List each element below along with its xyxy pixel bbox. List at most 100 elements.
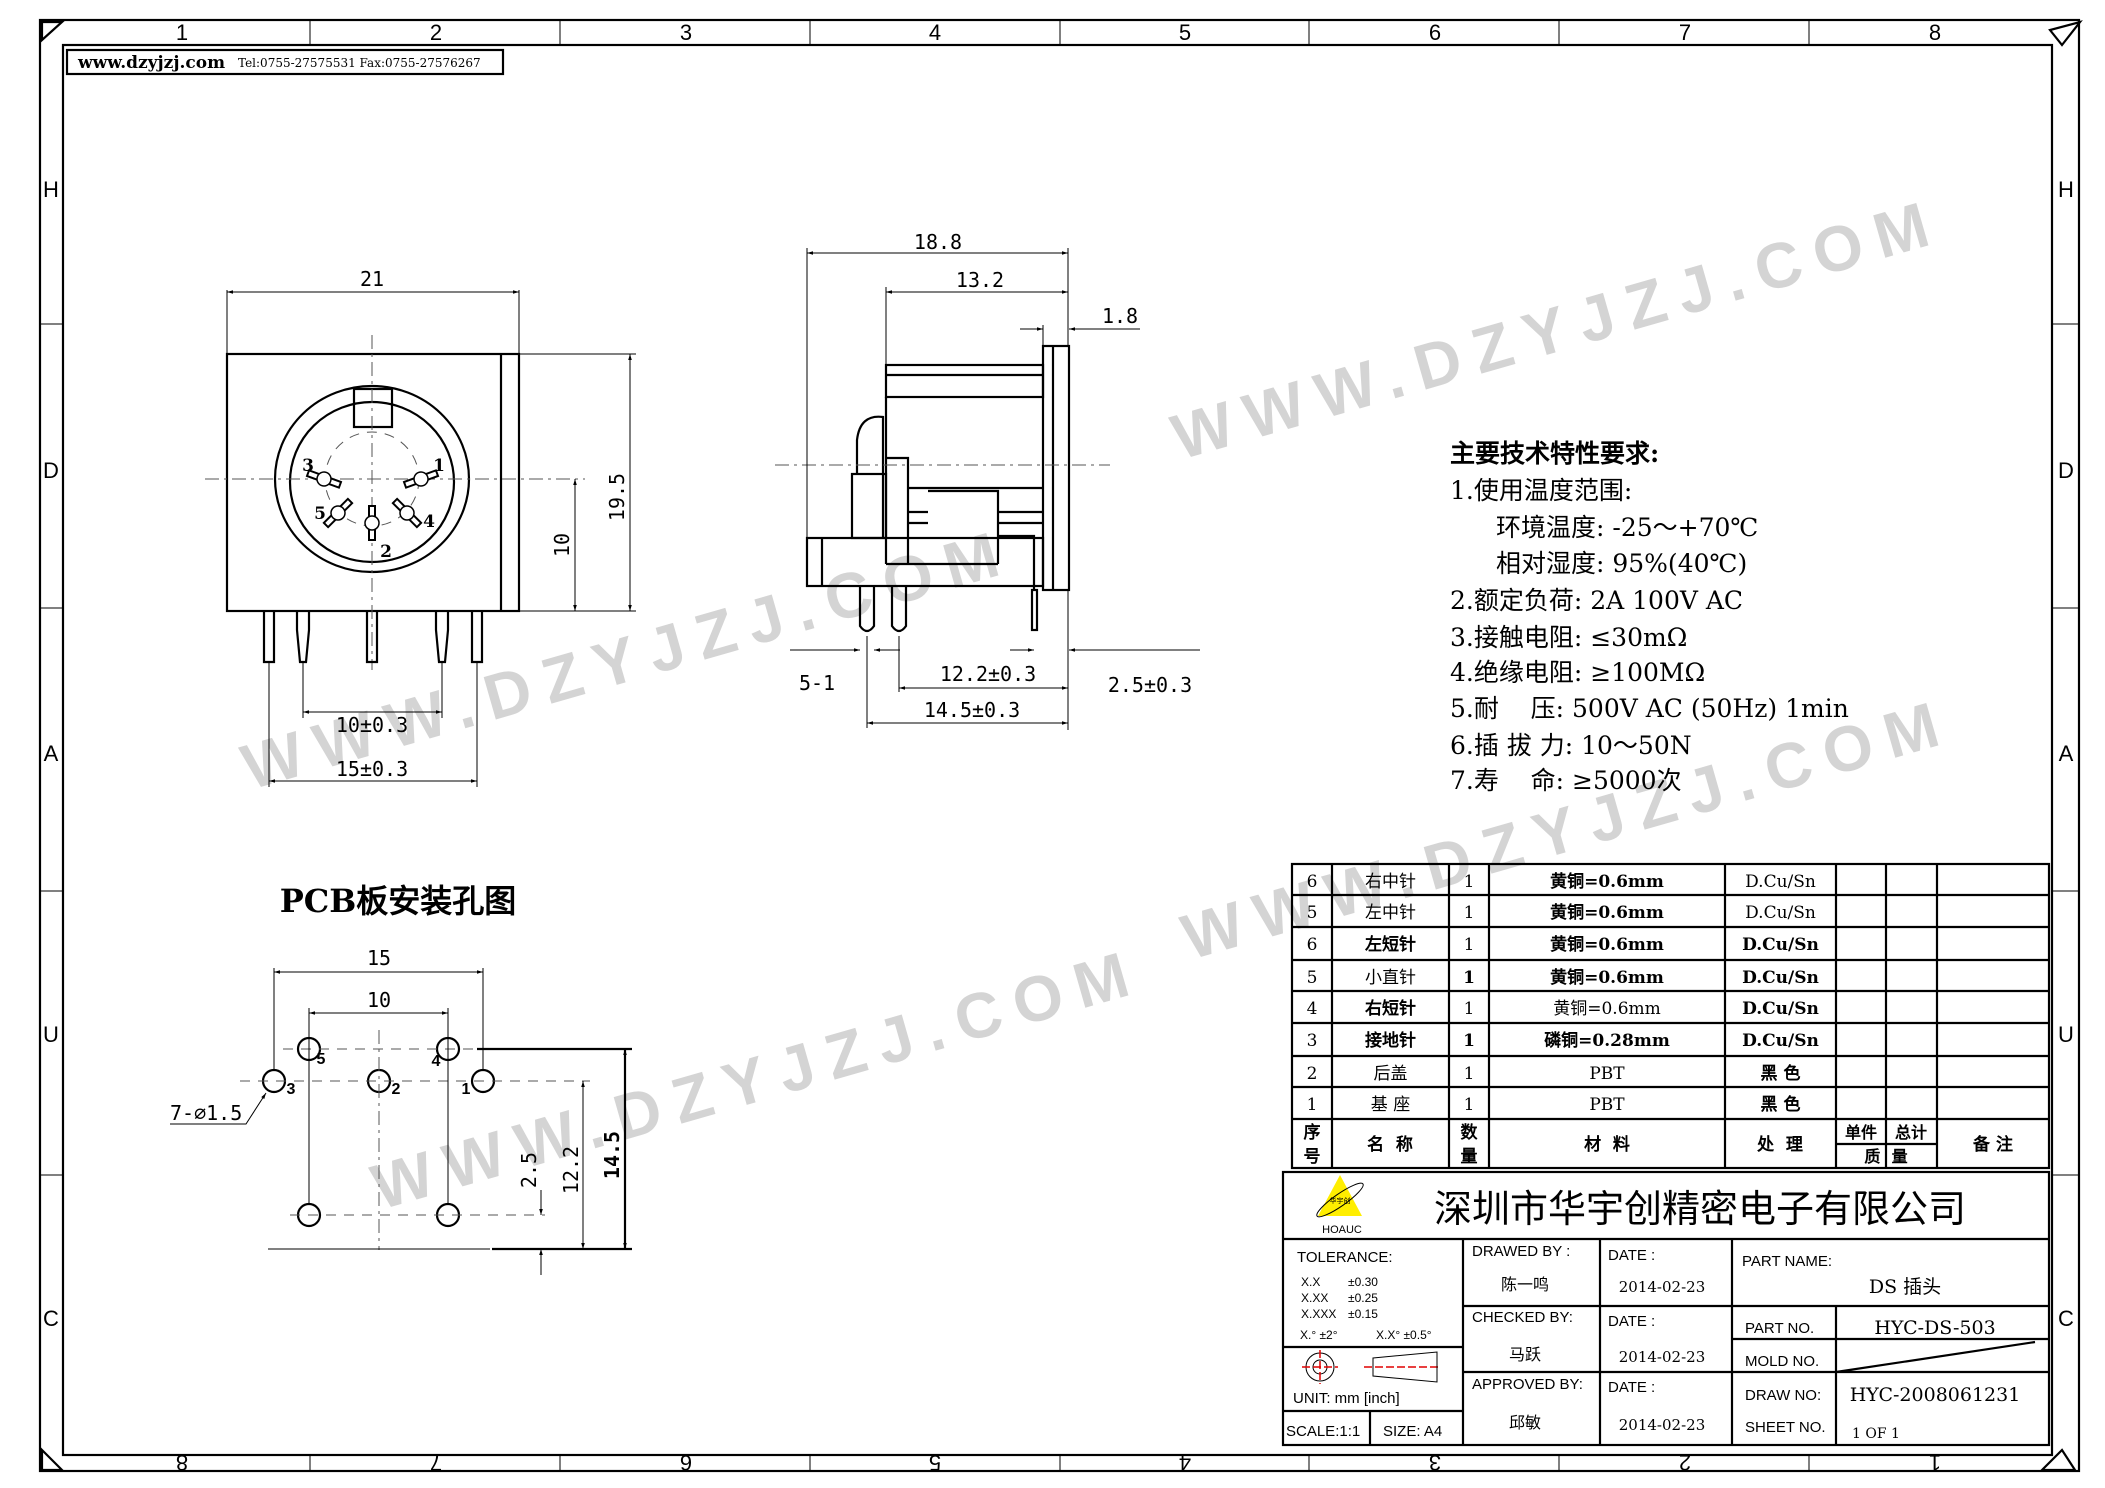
pin-number: 5	[314, 504, 326, 524]
contact-pin	[402, 469, 440, 489]
bom-finish: D.Cu/Sn	[1742, 935, 1819, 955]
bom-finish: D.Cu/Sn	[1745, 903, 1816, 923]
pin-number: 4	[423, 512, 435, 532]
part-name-label: PART NAME:	[1742, 1253, 1832, 1270]
pin-lead	[434, 611, 450, 664]
pcb-dim-2-5: 2.5	[517, 1152, 541, 1188]
zone-label-right: H	[2058, 177, 2074, 202]
header-box	[65, 48, 505, 76]
specs-title: 主要技术特性要求:	[1450, 439, 1659, 468]
zone-label-top: 1	[176, 20, 188, 45]
pcb-hole-label: 3	[287, 1081, 296, 1098]
pin-number: 2	[380, 542, 392, 562]
bom-qty: 1	[1464, 999, 1475, 1019]
dim-center-height: 10	[550, 533, 574, 557]
mold-no-label: MOLD NO.	[1745, 1353, 1819, 1370]
pin-lead	[365, 611, 379, 664]
drawed-by: 陈一鸣	[1501, 1275, 1549, 1294]
tolerance-label: TOLERANCE:	[1297, 1249, 1393, 1266]
header-unit-mass: 单件	[1845, 1123, 1877, 1142]
header-no: 号	[1304, 1147, 1321, 1167]
bom-qty: 1	[1464, 1064, 1475, 1084]
zone-label-top: 7	[1679, 20, 1691, 45]
checked-by: 马跃	[1509, 1345, 1541, 1364]
pin-lead	[295, 611, 311, 664]
angle-tolerance: X.° ±2°	[1300, 1328, 1338, 1342]
part-no-label: PART NO.	[1745, 1320, 1814, 1337]
pcb-hole-label: 2	[392, 1081, 401, 1098]
dim-flange: 1.8	[1102, 304, 1138, 328]
bom-name: 右短针	[1365, 998, 1416, 1019]
bom-index: 2	[1307, 1064, 1318, 1084]
bom-qty: 1	[1464, 1095, 1475, 1115]
contact-pin	[305, 469, 343, 489]
zone-ticks	[40, 20, 2079, 1471]
bom-finish: D.Cu/Sn	[1745, 872, 1816, 892]
checked-by-label: CHECKED BY:	[1472, 1309, 1573, 1326]
zone-label-bottom: 1	[1929, 1450, 1941, 1475]
bom-qty: 1	[1463, 1031, 1475, 1051]
bom-name: 小直针	[1365, 968, 1416, 988]
bom-qty: 1	[1463, 968, 1475, 988]
zone-label-bottom: 2	[1679, 1450, 1691, 1475]
zone-label-left: C	[43, 1306, 59, 1331]
zone-label-top: 8	[1929, 20, 1941, 45]
dim-pitch-outer: 15±0.3	[336, 757, 408, 781]
header-finish: 处 理	[1756, 1134, 1803, 1155]
logo-icon	[1318, 1175, 1362, 1216]
tolerance-format: X.X	[1301, 1275, 1320, 1289]
zone-label-bottom: 7	[430, 1450, 442, 1475]
spec-line: 7.寿 命: ≥5000次	[1450, 766, 1682, 795]
pcb-title: PCB板安装孔图	[280, 882, 517, 920]
date-label: DATE :	[1608, 1313, 1655, 1330]
bom-index: 4	[1307, 999, 1318, 1019]
zone-label-right: D	[2058, 458, 2074, 483]
part-no: HYC-DS-503	[1874, 1317, 1995, 1339]
bom-index: 6	[1307, 935, 1318, 955]
zone-label-bottom: 4	[1179, 1450, 1191, 1475]
zone-label-left: D	[43, 458, 59, 483]
bom-material: PBT	[1589, 1064, 1625, 1084]
header-website: www.dzyjzj.com	[77, 53, 225, 73]
draw-no-label: DRAW NO:	[1745, 1387, 1821, 1404]
bom-qty: 1	[1464, 903, 1475, 923]
draw-no: HYC-2008061231	[1850, 1384, 2021, 1406]
header-qty: 数	[1461, 1122, 1479, 1143]
bom-material: PBT	[1589, 1095, 1625, 1115]
tolerance-value: ±0.25	[1348, 1291, 1378, 1305]
date-label: DATE :	[1608, 1247, 1655, 1264]
pcb-hole-callout: 7-⌀1.5	[170, 1101, 242, 1125]
bom-frame	[1290, 862, 2051, 1170]
spec-line: 4.绝缘电阻: ≥100MΩ	[1450, 658, 1705, 687]
dim-tab-offset: 2.5±0.3	[1108, 673, 1192, 697]
side-view: 18.8 13.2 1.8 5-1 2.5±0.3 12.2±0.3 14.5±…	[775, 230, 1200, 730]
bom-name: 左短针	[1365, 934, 1416, 955]
spec-line: 3.接触电阻: ≤30mΩ	[1450, 623, 1687, 652]
pcb-hole-label: 5	[317, 1051, 326, 1068]
bom-finish: D.Cu/Sn	[1742, 1031, 1819, 1051]
pin-number: 3	[302, 456, 314, 476]
unit-label: UNIT: mm [inch]	[1293, 1390, 1400, 1407]
zone-label-bottom: 6	[680, 1450, 692, 1475]
zone-label-top: 4	[929, 20, 941, 45]
bom-index: 1	[1307, 1095, 1318, 1115]
bom-material: 黄铜=0.6mm	[1550, 934, 1664, 955]
zone-label-right: A	[2059, 741, 2074, 766]
bom-index: 5	[1307, 903, 1318, 923]
drawed-by-label: DRAWED BY :	[1472, 1243, 1570, 1260]
tolerance-format: X.XXX	[1301, 1307, 1336, 1321]
bom-material: 黄铜=0.6mm	[1550, 902, 1664, 923]
pcb-dim-12-2: 12.2	[559, 1146, 583, 1194]
dim-pitch-inner: 10±0.3	[336, 713, 408, 737]
dim-height: 19.5	[605, 473, 629, 521]
bom-name: 基 座	[1371, 1095, 1410, 1115]
header-contact: Tel:0755-27575531 Fax:0755-27576267	[238, 56, 481, 70]
pin-hole	[316, 471, 332, 487]
header-remark: 备 注	[1972, 1134, 2013, 1155]
spec-line: 1.使用温度范围:	[1450, 476, 1632, 505]
